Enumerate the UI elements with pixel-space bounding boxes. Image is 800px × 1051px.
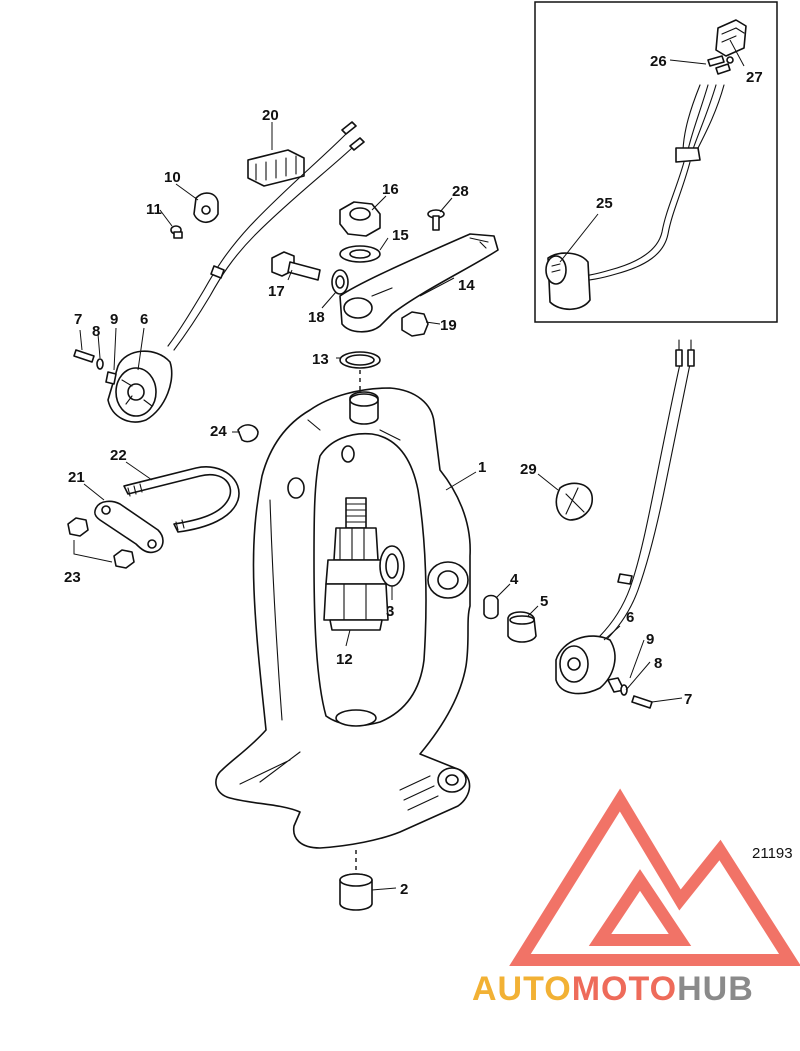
- callout-2: 2: [400, 881, 408, 898]
- callout-6-upper: 6: [140, 311, 148, 328]
- callout-25: 25: [596, 195, 613, 212]
- clip-24: [237, 424, 259, 443]
- connector-plug: [715, 19, 747, 57]
- bushing-4: [483, 594, 499, 620]
- upper-sensor-harness: [167, 133, 353, 351]
- trim-sensor-inset: [545, 252, 591, 311]
- callout-20: 20: [262, 107, 279, 124]
- terminal-pins: [707, 55, 734, 75]
- leader-lines: [73, 39, 745, 891]
- callout-4: 4: [510, 571, 519, 588]
- callout-8-lower: 8: [654, 655, 662, 672]
- callout-14: 14: [458, 277, 475, 294]
- callout-labels: 1 2 3 4 5 6 6 7 7 8 8 9 9 10 11 12 13 14…: [64, 53, 793, 898]
- u-bolt: [123, 466, 240, 533]
- watermark-logo: [509, 788, 800, 966]
- callout-9-lower: 9: [646, 631, 654, 648]
- screw-28: [427, 209, 445, 231]
- bolt-17: [271, 251, 321, 281]
- callout-17: 17: [268, 283, 285, 300]
- lower-sensor-harness: [597, 363, 691, 641]
- steering-shaft: [323, 497, 389, 631]
- screw-washer-upper: [73, 349, 117, 385]
- callout-27: 27: [746, 69, 763, 86]
- callout-15: 15: [392, 227, 409, 244]
- figure-number: 21193: [752, 845, 793, 862]
- nut-16: [339, 201, 381, 237]
- screw-washer-lower: [607, 677, 653, 709]
- callout-29: 29: [520, 461, 537, 478]
- callout-8-upper: 8: [92, 323, 100, 340]
- callout-23: 23: [64, 569, 81, 586]
- clip-part: [247, 149, 305, 187]
- callout-22: 22: [110, 447, 127, 464]
- callout-1: 1: [478, 459, 486, 476]
- callout-6-lower: 6: [626, 609, 634, 626]
- callout-18: 18: [308, 309, 325, 326]
- callout-26: 26: [650, 53, 667, 70]
- nuts-23: [67, 517, 135, 569]
- callout-5: 5: [540, 593, 548, 610]
- callout-19: 19: [440, 317, 457, 334]
- mounting-plate: [94, 500, 164, 554]
- watermark-hub: HUB: [677, 970, 754, 1008]
- inset-box: [534, 1, 778, 323]
- callout-9-upper: 9: [110, 311, 118, 328]
- callout-24: 24: [210, 423, 227, 440]
- callout-21: 21: [68, 469, 85, 486]
- watermark-auto: AUTO: [472, 970, 572, 1008]
- callout-10: 10: [164, 169, 181, 186]
- callout-12: 12: [336, 651, 353, 668]
- callout-3: 3: [386, 603, 394, 620]
- watermark-moto: MOTO: [572, 970, 677, 1008]
- callout-7-lower: 7: [684, 691, 692, 708]
- callout-13: 13: [312, 351, 329, 368]
- nut-19: [401, 311, 429, 337]
- trim-sensor-upper: [107, 350, 173, 423]
- harness-clip: [210, 265, 225, 279]
- callout-11: 11: [146, 201, 162, 218]
- callout-7-upper: 7: [74, 311, 82, 328]
- screw-11: [170, 225, 183, 239]
- callout-16: 16: [382, 181, 399, 198]
- trim-sensor-lower: [555, 635, 616, 695]
- watermark-brand: AUTOMOTOHUB: [472, 970, 754, 1008]
- inset-grommet: [675, 147, 701, 163]
- inset-harness-wires: [682, 84, 725, 153]
- steering-arm: [339, 233, 499, 333]
- watermark-triangle-icon: [509, 788, 800, 966]
- callout-28: 28: [452, 183, 469, 200]
